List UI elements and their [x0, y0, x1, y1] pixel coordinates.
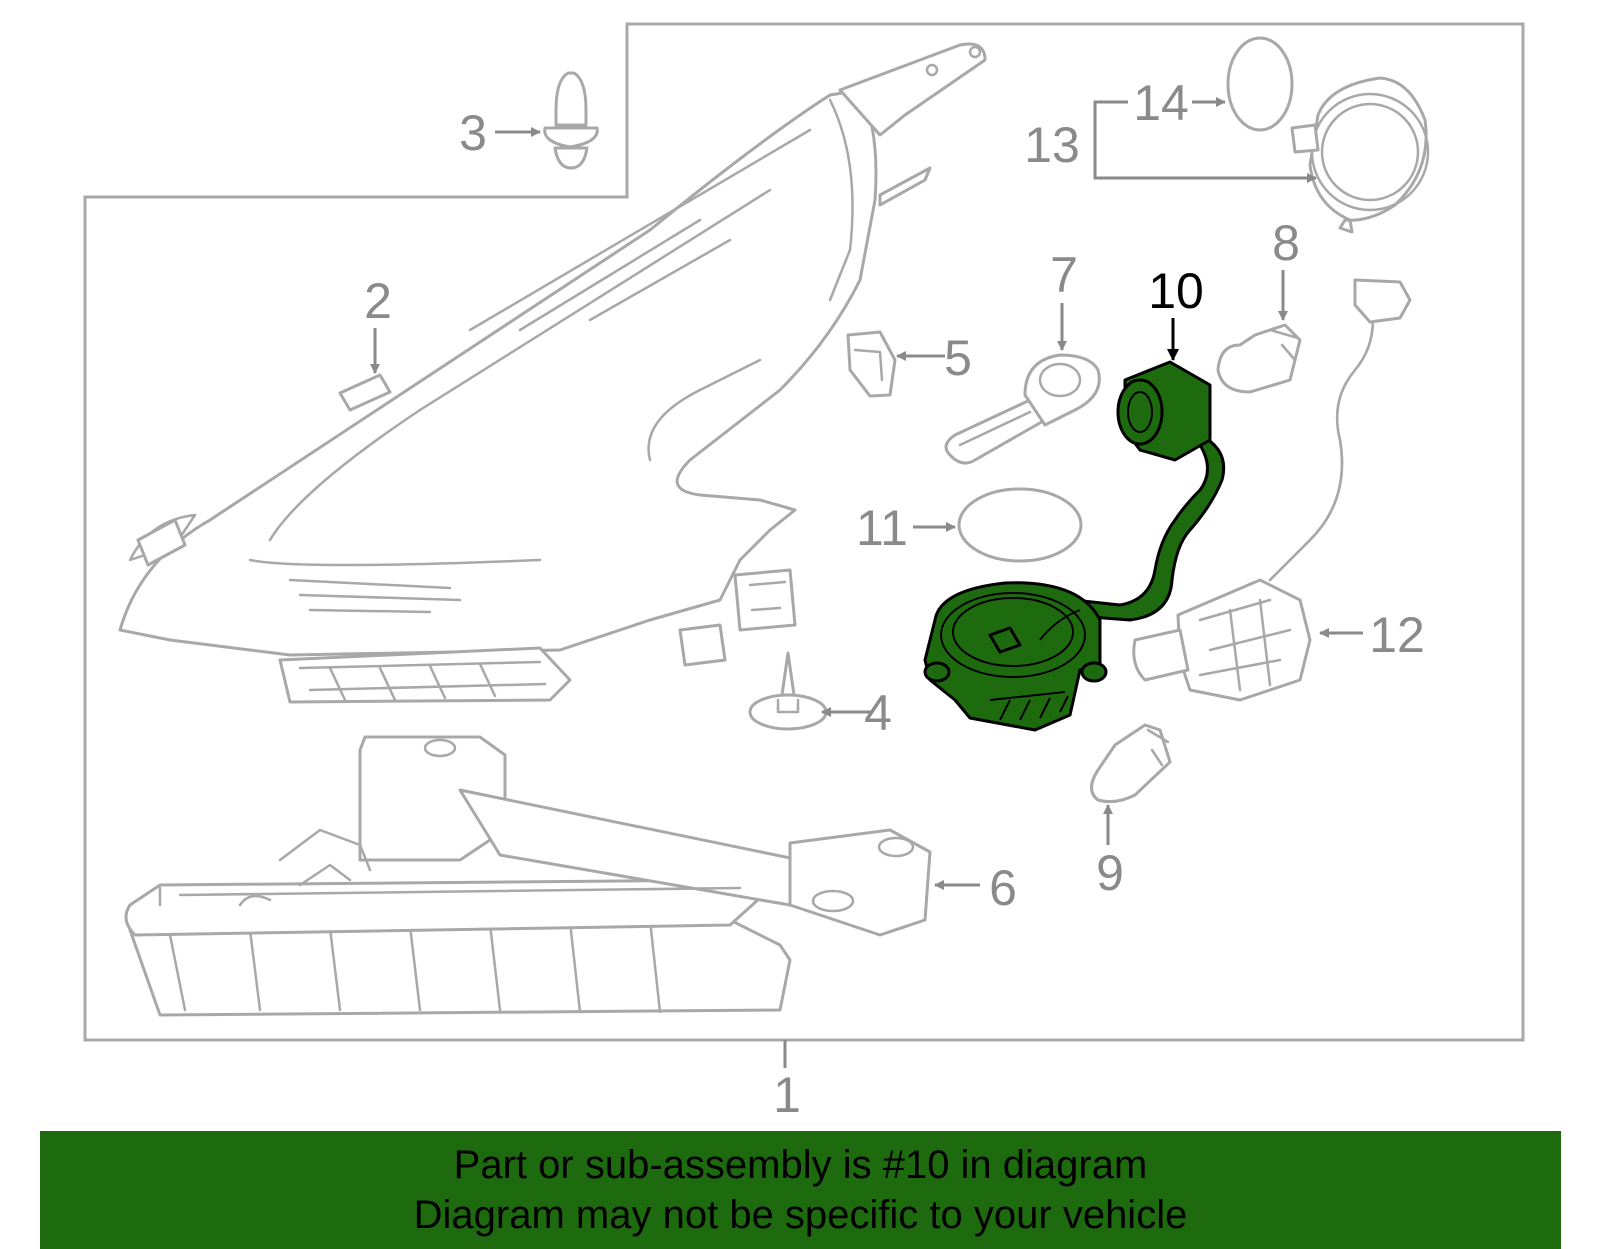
banner-line-part-number: Part or sub-assembly is #10 in diagram [453, 1143, 1148, 1187]
ballast-highlight-part [923, 360, 1226, 732]
callout-13: 13 [1024, 117, 1080, 173]
callout-9: 9 [1096, 845, 1124, 901]
push-clip-part [543, 71, 599, 170]
part-info-banner: Part or sub-assembly is #10 in diagram D… [40, 1131, 1561, 1249]
callout-12: 12 [1369, 607, 1425, 663]
parts-diagram: 1 2 3 4 5 6 7 8 9 10 11 12 13 14 [83, 22, 1525, 1123]
socket-cap-part [1290, 76, 1430, 234]
banner-line-disclaimer: Diagram may not be specific to your vehi… [413, 1193, 1188, 1237]
callout-11: 11 [856, 500, 908, 556]
cap-part [1226, 36, 1294, 132]
assembly-frame [83, 22, 1525, 1042]
socket-harness-part [1132, 278, 1412, 702]
callout-8: 8 [1272, 215, 1300, 271]
lower-housing-part [124, 735, 932, 1017]
callout-4: 4 [864, 685, 892, 741]
small-bulb-part [1216, 323, 1302, 394]
seal-ring-part [957, 487, 1083, 563]
pin-clip-part [748, 651, 828, 731]
bracket-clip-part [846, 330, 897, 398]
callout-3: 3 [459, 105, 487, 161]
headlamp-housing-part [118, 42, 987, 704]
callout-1: 1 [773, 1067, 801, 1123]
leader-13-top [1093, 100, 1128, 143]
callout-14: 14 [1133, 75, 1189, 131]
callout-5: 5 [944, 330, 972, 386]
callout-7: 7 [1050, 247, 1078, 303]
callout-6: 6 [989, 860, 1017, 916]
callout-10: 10 [1148, 263, 1204, 319]
bulb-part [944, 353, 1101, 465]
side-bulb-part [1090, 723, 1172, 804]
callout-2: 2 [364, 273, 392, 329]
leader-13-bottom [1093, 143, 1317, 183]
